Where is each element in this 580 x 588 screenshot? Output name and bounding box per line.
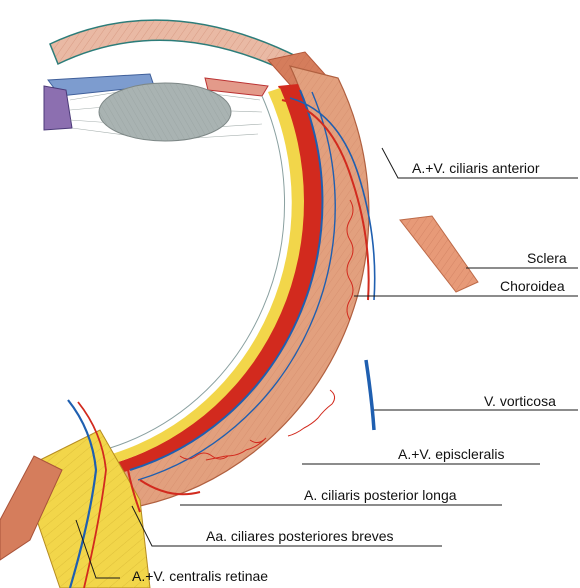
cornea-hatching	[50, 20, 300, 74]
label-sclera: Sclera	[527, 250, 567, 266]
label-episcleralis: A.+V. episcleralis	[398, 446, 504, 462]
label-vorticosa: V. vorticosa	[484, 393, 556, 409]
vorticose-vein	[366, 360, 374, 430]
label-choroidea: Choroidea	[500, 278, 565, 294]
label-ciliaris-post-longa: A. ciliaris posterior longa	[304, 487, 457, 503]
label-centralis-retinae: A.+V. centralis retinae	[132, 568, 268, 584]
lens-texture	[99, 83, 231, 141]
label-ciliaris-anterior: A.+V. ciliaris anterior	[412, 160, 539, 176]
label-ciliares-post-breves: Aa. ciliares posteriores breves	[206, 528, 394, 544]
